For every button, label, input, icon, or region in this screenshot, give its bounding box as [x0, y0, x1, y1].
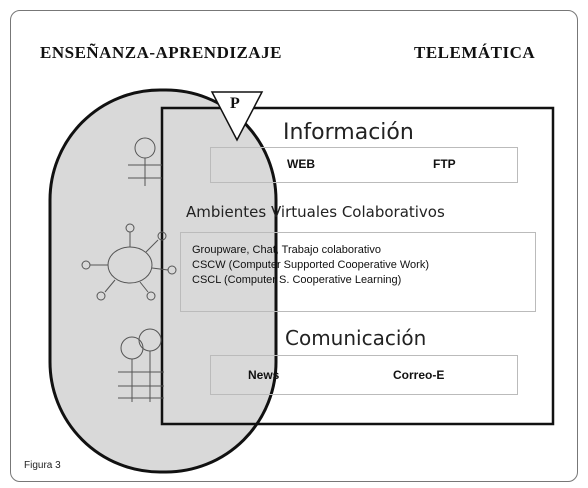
figure-frame	[10, 10, 578, 482]
telematica-rectangle	[160, 106, 555, 426]
item-web: WEB	[287, 157, 315, 171]
section-title-comunicacion: Comunicación	[285, 326, 427, 350]
heading-telematica: TELEMÁTICA	[414, 43, 536, 62]
item-correo-e: Correo-E	[393, 368, 445, 382]
group-icon	[118, 328, 164, 402]
ambientes-line-3: CSCL (Computer S. Cooperative Learning)	[192, 274, 402, 286]
ambientes-box	[180, 232, 536, 312]
section-title-ambientes: Ambientes Virtuales Colaborativos	[186, 203, 445, 221]
informacion-box	[210, 147, 518, 183]
p-marker-triangle	[210, 91, 264, 142]
figure-caption: Figura 3	[24, 460, 61, 471]
network-node-icon	[81, 223, 177, 301]
ambientes-line-1: Groupware, Chat, Trabajo colaborativo	[192, 244, 381, 256]
heading-ensenanza-aprendizaje: ENSEÑANZA-APRENDIZAJE	[40, 43, 282, 62]
section-title-informacion: Información	[283, 120, 414, 145]
item-news: News	[248, 368, 280, 382]
item-ftp: FTP	[433, 157, 456, 171]
p-marker-label: P	[230, 95, 240, 112]
comunicacion-box	[210, 355, 518, 395]
ambientes-line-2: CSCW (Computer Supported Cooperative Wor…	[192, 259, 429, 271]
person-icon-1	[128, 137, 162, 186]
